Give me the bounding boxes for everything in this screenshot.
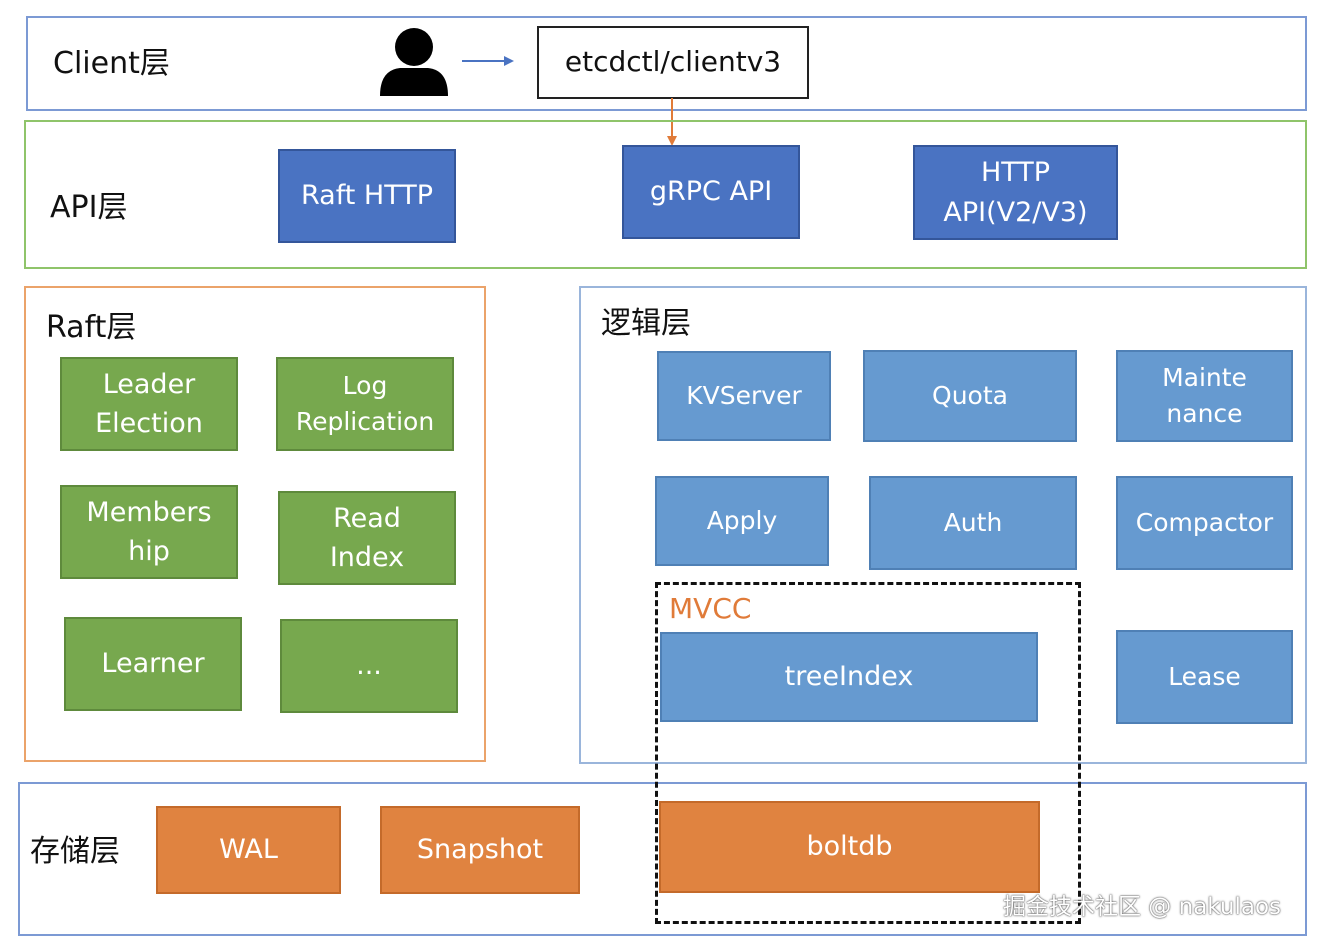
compactor-box: Compactor: [1116, 476, 1293, 570]
read-index-box: Read Index: [278, 491, 456, 585]
snapshot-box: Snapshot: [380, 806, 580, 894]
storage-layer-label: 存储层: [30, 834, 120, 869]
storage-layer: [18, 782, 1307, 936]
mvcc-label: MVCC: [669, 592, 752, 625]
leader-election-box: Leader Election: [60, 357, 238, 451]
kvserver-box: KVServer: [657, 351, 831, 441]
treeindex-box: treeIndex: [660, 632, 1038, 722]
boltdb-box: boltdb: [659, 801, 1040, 893]
learner-box: Learner: [64, 617, 242, 711]
quota-box: Quota: [863, 350, 1077, 442]
auth-box: Auth: [869, 476, 1077, 570]
watermark: 掘金技术社区 @ nakulaos: [1003, 894, 1282, 920]
api-layer: [24, 120, 1307, 269]
mvcc-group: [655, 582, 1081, 924]
grpc-api-box: gRPC API: [622, 145, 800, 239]
client-box: etcdctl/clientv3: [537, 26, 809, 99]
log-replication-box: Log Replication: [276, 357, 454, 451]
apply-box: Apply: [655, 476, 829, 566]
user-icon: [380, 28, 448, 96]
raft-layer-label: Raft层: [46, 310, 137, 345]
more-box: ...: [280, 619, 458, 713]
maintenance-box: Mainte nance: [1116, 350, 1293, 442]
raft-layer: [24, 286, 486, 762]
lease-box: Lease: [1116, 630, 1293, 724]
logic-layer: [579, 286, 1307, 764]
raft-http-box: Raft HTTP: [278, 149, 456, 243]
api-layer-label: API层: [50, 190, 128, 225]
client-layer-label: Client层: [53, 46, 170, 81]
wal-box: WAL: [156, 806, 341, 894]
http-api-box: HTTP API(V2/V3): [913, 145, 1118, 240]
client-layer: [26, 16, 1307, 111]
membership-box: Members hip: [60, 485, 238, 579]
logic-layer-label: 逻辑层: [601, 306, 691, 341]
arrow-right-icon: [462, 56, 514, 66]
arrow-down-icon: [667, 98, 677, 146]
